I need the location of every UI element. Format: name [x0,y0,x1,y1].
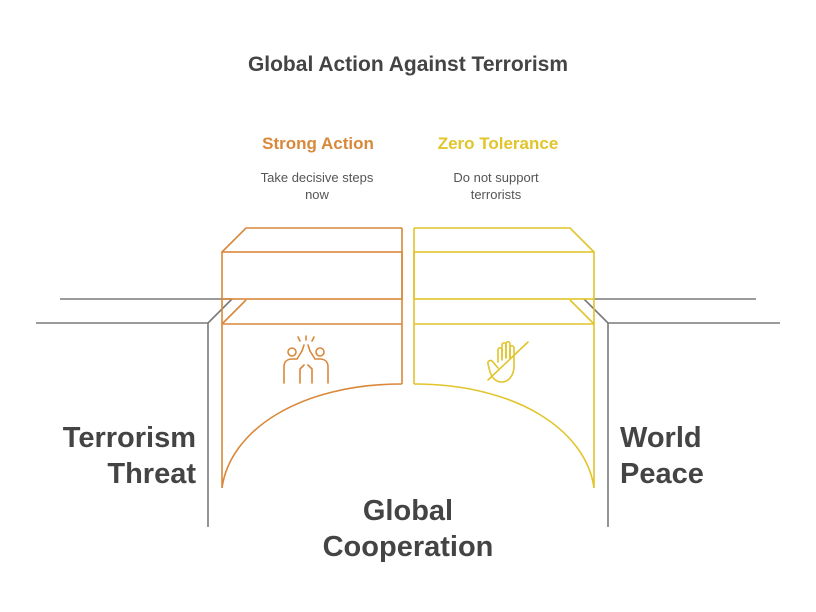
strong-action-heading: Strong Action [262,134,374,153]
high-five-icon [283,335,329,384]
zero-tolerance-desc-line1: Do not support [453,170,539,185]
zero-tolerance-desc-line2: terrorists [470,187,522,202]
left-pillar [221,227,403,489]
strong-action-desc-line1: Take decisive steps [260,170,374,185]
terrorism-threat-line1: Terrorism [62,422,196,454]
terrorism-threat-label: Terrorism Threat [20,420,196,492]
global-cooperation-line2: Cooperation [322,531,494,563]
world-peace-label: World Peace [620,420,800,492]
strong-action-description: Take decisive steps now [237,169,397,203]
no-hand-icon [487,340,529,383]
world-peace-line2: Peace [620,458,704,490]
zero-tolerance-description: Do not support terrorists [416,169,576,203]
world-peace-line1: World [620,422,702,454]
page-title: Global Action Against Terrorism [247,53,569,76]
global-cooperation-label: Global Cooperation [258,493,558,565]
ground-lines [36,298,780,527]
terrorism-threat-line2: Threat [107,458,196,490]
right-pillar [413,227,595,489]
global-cooperation-line1: Global [362,495,454,527]
strong-action-desc-line2: now [305,187,329,202]
zero-tolerance-heading: Zero Tolerance [437,134,559,153]
